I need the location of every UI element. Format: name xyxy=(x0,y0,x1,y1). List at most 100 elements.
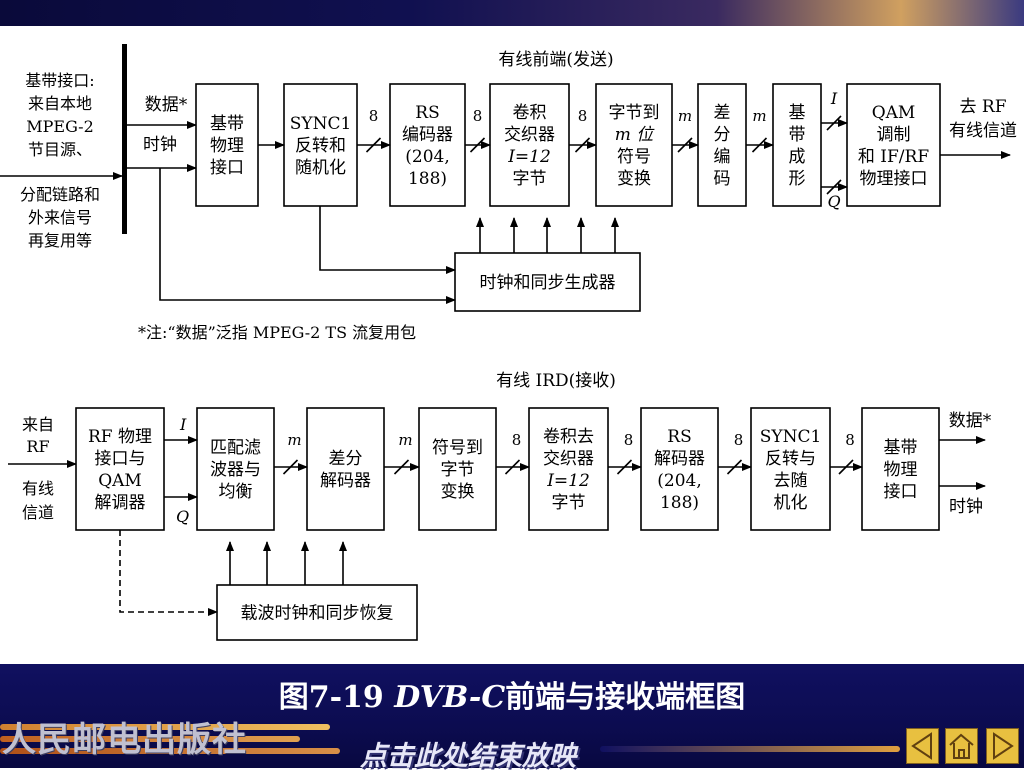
next-button[interactable] xyxy=(986,728,1019,764)
rx-block-6-line: 反转与 xyxy=(765,449,816,469)
home-button[interactable] xyxy=(945,728,978,764)
tx-block-7-line: 和 IF/RF xyxy=(858,147,929,167)
rx-title: 有线 IRD(接收) xyxy=(496,371,616,391)
tx-input-label: 基带接口: xyxy=(25,71,94,90)
prev-icon xyxy=(911,732,932,760)
rx-block-0-line: QAM xyxy=(98,471,142,491)
rx-block-3-line: 符号到 xyxy=(432,438,483,458)
rx-block-4-box xyxy=(528,407,609,531)
tx-block-6-line: 基 xyxy=(789,103,806,123)
tx-block-5-line: 差 xyxy=(714,103,731,123)
tx-bus-slash xyxy=(677,137,693,153)
rx-block-7-line: 基带 xyxy=(884,438,918,458)
tx-block-6-box xyxy=(772,83,822,207)
home-icon xyxy=(949,733,974,759)
tx-bus-slash xyxy=(574,137,591,153)
tx-block-3-line: 字节 xyxy=(513,169,547,189)
tx-data-label: 数据* xyxy=(145,95,188,115)
rx-block-5-box xyxy=(640,407,719,531)
rx-output-data: 数据* xyxy=(949,411,992,431)
next-icon xyxy=(993,732,1014,760)
rx-bus-slash xyxy=(726,459,743,475)
tx-block-2-line: (204, xyxy=(405,147,449,167)
tx-block-1-line: SYNC1 xyxy=(290,114,352,134)
rx-block-1-line: 波器与 xyxy=(210,460,261,480)
tx-input-label: 节目源、 xyxy=(28,140,92,159)
tx-block-0-box xyxy=(195,83,259,207)
rx-input-label: 来自 xyxy=(22,415,54,434)
rx-block-0-line: 解调器 xyxy=(95,493,146,513)
rx-input-label: RF xyxy=(26,437,49,456)
tx-block-5-line: 分 xyxy=(714,125,731,145)
tx-bus-label: m xyxy=(678,107,692,125)
transmitter-section: 有线前端(发送)基带接口:来自本地MPEG-2节目源、分配链路和外来信号再复用等… xyxy=(0,44,1017,342)
tx-block-1-line: 反转和 xyxy=(295,136,346,156)
tx-block-2-box xyxy=(389,83,466,207)
tx-output-label: 去 RF xyxy=(960,97,1007,117)
tx-block-7-line: 调制 xyxy=(877,125,911,145)
tx-i-slash xyxy=(826,115,842,131)
tx-block-7-line: 物理接口 xyxy=(860,169,928,189)
tx-block-5-box xyxy=(697,83,747,207)
rx-block-0-line: RF 物理 xyxy=(88,427,152,447)
tx-title: 有线前端(发送) xyxy=(498,50,613,70)
dvb-c-block-diagram: 有线前端(发送)基带接口:来自本地MPEG-2节目源、分配链路和外来信号再复用等… xyxy=(0,44,1017,641)
tx-bus-slash xyxy=(751,137,768,153)
tx-block-6-line: 带 xyxy=(789,125,806,145)
tx-block-5-line: 码 xyxy=(714,169,731,189)
tx-input-label: 外来信号 xyxy=(28,208,92,227)
tx-block-0-line: 基带 xyxy=(210,114,244,134)
rx-recovery-block: 载波时钟和同步恢复 xyxy=(216,584,418,641)
rx-bus-label: m xyxy=(287,431,301,449)
tx-block-2-line: 编码器 xyxy=(402,125,453,145)
rx-block-6-box xyxy=(750,407,831,531)
figure-caption: 图7-19 DVB-C前端与接收端框图 xyxy=(278,680,746,715)
tx-input-label: 再复用等 xyxy=(28,231,92,250)
tx-clock-label: 时钟 xyxy=(143,135,177,155)
publisher-name: 人民邮电出版社 xyxy=(2,720,247,760)
tx-sync-block: 时钟和同步生成器 xyxy=(454,252,641,312)
tx-block-1-line: 随机化 xyxy=(295,158,346,178)
tx-block-4-line: 符号 xyxy=(617,147,651,167)
rx-block-7-line: 物理 xyxy=(884,460,918,480)
tx-block-5-line: 编 xyxy=(714,147,731,167)
tx-block-3-line: I=12 xyxy=(507,147,551,167)
rx-block-7-line: 接口 xyxy=(884,482,918,502)
tx-block-0-line: 接口 xyxy=(210,158,244,178)
tx-bus-slash xyxy=(469,137,486,153)
rx-q-label: Q xyxy=(176,507,189,526)
tx-q-slash xyxy=(826,179,842,195)
rx-block-4-line: 交织器 xyxy=(543,449,594,469)
rx-block-2-line: 解码器 xyxy=(320,471,371,491)
tx-block-4-line: m 位 xyxy=(615,125,656,145)
rx-bus-slash xyxy=(282,459,299,475)
rx-block-6-line: SYNC1 xyxy=(760,427,822,447)
tx-input-label: 来自本地 xyxy=(28,94,92,113)
tx-block-3-line: 交织器 xyxy=(504,125,555,145)
rx-bus-label: 8 xyxy=(845,431,855,449)
tx-bus-label: 8 xyxy=(578,107,588,125)
rx-bus-slash xyxy=(393,459,410,475)
prev-button[interactable] xyxy=(906,728,939,764)
rx-i-label: I xyxy=(179,415,187,434)
tx-i-label: I xyxy=(830,89,838,108)
rx-recovery-dashed xyxy=(119,530,218,616)
rx-output-clock: 时钟 xyxy=(949,497,983,517)
rx-block-5-line: 解码器 xyxy=(654,449,705,469)
rx-bus-slash xyxy=(616,459,633,475)
rx-block-2-box xyxy=(306,407,385,531)
end-show-link[interactable]: 点击此处结束放映 xyxy=(360,741,576,772)
rx-block-0-box xyxy=(75,407,165,531)
tx-sync-block-line: 时钟和同步生成器 xyxy=(480,273,616,293)
